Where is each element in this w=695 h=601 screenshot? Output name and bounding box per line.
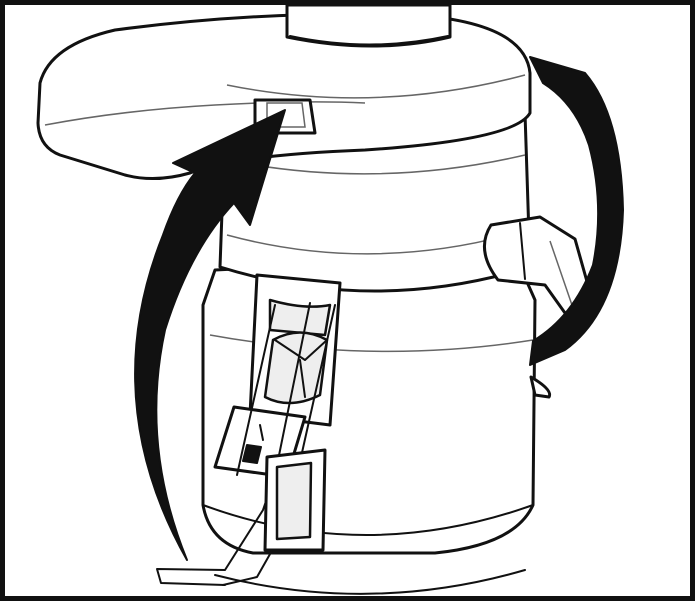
base-foot — [529, 375, 552, 399]
pulp-outlet — [263, 448, 327, 552]
juicer-lid — [36, 12, 532, 181]
feed-chute — [285, 5, 452, 48]
right-curved-arrow — [529, 56, 624, 366]
left-upward-arrow — [134, 109, 286, 561]
juicer-diagram — [36, 5, 624, 595]
